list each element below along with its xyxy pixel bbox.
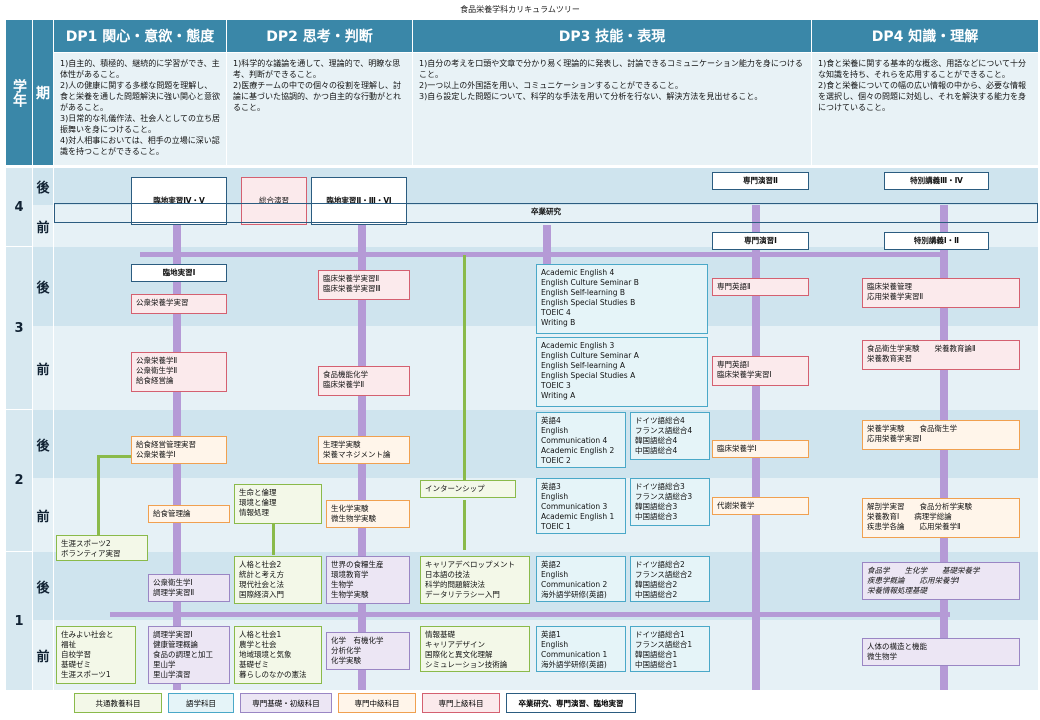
line-kyotsu-3 [272,515,275,555]
legend-jokyu: 専門上級科目 [422,693,500,713]
course-rinchi-2-3-6: 臨地実習Ⅱ・Ⅲ・Ⅵ [311,177,407,225]
line-kyotsu-5 [463,500,466,550]
course-kagaku: 化学 有機化学分析化学化学実験 [326,632,410,670]
dp1-description: 1)自主的、積極的、継続的に学習ができ、主体性があること。2)人の健康に関する多… [54,53,226,165]
course-senmon-enshu-1: 専門演習Ⅰ [712,232,809,250]
course-intern: インターンシップ [420,480,516,498]
legend-kyotsu: 共通教養科目 [74,693,162,713]
course-career: キャリアデベロップメント日本語の技法科学的問題解決法データリテラシー入門 [420,556,530,604]
term-4-late: 後 [33,168,53,205]
legend-chukyu: 専門中級科目 [338,693,416,713]
course-seimei: 生命と倫理環境と倫理情報処理 [234,484,322,524]
course-joho: 情報基礎キャリアデザイン国際化と異文化理解シミュレーション技術論 [420,626,530,672]
legend-gogaku: 語学科目 [168,693,234,713]
course-rinsho-1: 臨床栄養学Ⅰ [712,440,809,458]
year-2: 2 [6,410,32,551]
term-1-early: 前 [33,620,53,690]
course-rinchi-1: 臨地実習Ⅰ [131,264,227,282]
course-taisha: 代謝栄養学 [712,497,809,515]
course-kohatsu-jisshu: 公衆栄養学実習 [131,294,227,314]
arrow-dp3-top [543,225,551,265]
course-sekai: 世界の食糧生産環境教育学生物学生物学実験 [326,556,410,604]
dp2-title: DP2 思考・判断 [227,20,412,52]
line-kyotsu-1 [97,455,100,535]
course-rinchi-4-5: 臨地実習Ⅳ・Ⅴ [131,177,227,225]
arrow-horizontal-3 [140,252,940,257]
dp3-description: 1)自分の考えを口頭や文章で分かり易く理論的に発表し、討論できるコミュニケーショ… [413,53,811,165]
course-seika: 生化学実験微生物学実験 [326,500,410,528]
term-2-early: 前 [33,478,53,552]
course-jintai: 人体の構造と機能微生物学 [862,638,1020,666]
dp1-title: DP1 関心・意欲・態度 [54,20,226,52]
line-kyotsu-2 [97,455,132,458]
legend-kiso: 専門基礎・初級科目 [240,693,332,713]
course-kaibo: 解剖学実習 食品分析学実験栄養教育Ⅰ 病理学総論疾患学各論 応用栄養学Ⅱ [862,498,1020,538]
course-kyushoku-jisshu: 給食経営管理実習公衆栄養学Ⅰ [131,436,227,464]
term-1-late: 後 [33,552,53,620]
year-4: 4 [6,168,32,246]
course-sogo-enshu: 総合演習 [241,177,307,225]
course-senmon-enshu-2: 専門演習Ⅱ [712,172,809,190]
legend-kenkyu: 卒業研究、専門演習、臨地実習 [506,693,636,713]
course-tokubetsu-1-2: 特別講義Ⅰ・Ⅱ [884,232,989,250]
term-3-late: 後 [33,247,53,326]
course-sotsugyo-kenkyu: 卒業研究 [54,203,1038,223]
page-title: 食品栄養学科カリキュラムツリー [460,5,580,14]
course-tokubetsu-3-4: 特別講義Ⅲ・Ⅳ [884,172,989,190]
course-eiyo-jikken: 栄養学実験 食品衛生学応用栄養学実習Ⅰ [862,420,1020,450]
year-1: 1 [6,552,32,690]
course-seiri: 生理学実験栄養マネジメント論 [318,436,410,464]
dp2-description: 1)科学的な議論を通して、理論的で、明瞭な思考、判断ができること。2)医療チーム… [227,53,412,165]
course-rinsho-kanri: 臨床栄養管理応用栄養学実習Ⅱ [862,278,1020,308]
course-kyushoku-kanri: 給食管理論 [148,505,230,523]
course-shokuhin-kino: 食品機能化学臨床栄養学Ⅱ [318,366,410,396]
year-header: 学年 [6,20,32,165]
term-header: 期 [33,20,53,165]
course-senmon-eigo-2: 専門英語Ⅱ [712,278,809,296]
term-2-late: 後 [33,410,53,478]
year-3: 3 [6,247,32,409]
dp3-title: DP3 技能・表現 [413,20,811,52]
line-kyotsu-4 [463,255,466,480]
dp4-title: DP4 知識・理解 [812,20,1038,52]
dp4-description: 1)食と栄養に関する基本的な概念、用語などについて十分な知識を持ち、それらを応用… [812,53,1038,165]
arrow-horizontal-1 [110,612,950,617]
term-3-early: 前 [33,326,53,410]
term-4-early: 前 [33,205,53,247]
course-sumiyoi: 住みよい社会と福祉自校学習基礎ゼミ生涯スポーツ1 [56,626,136,684]
